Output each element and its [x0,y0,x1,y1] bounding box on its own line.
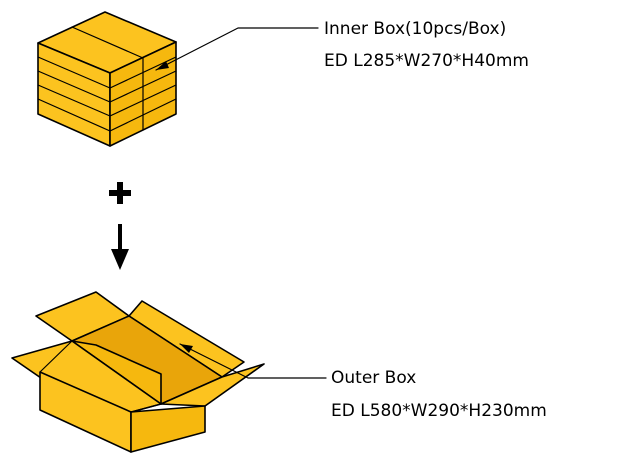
outer-box-title: Outer Box [331,368,416,388]
inner-box-dimensions: ED L285*W270*H40mm [324,51,529,71]
plus-icon [109,182,131,204]
inner-box-leader-arrowhead [156,61,169,70]
inner-box-leader [155,27,319,71]
outer-box-leader-arrowhead [180,344,193,353]
outer-box-leader [179,343,327,379]
outer-box [11,291,265,453]
arrow-down-icon [111,224,129,270]
inner-box-title: Inner Box(10pcs/Box) [324,19,506,39]
inner-box-stack [37,11,177,147]
outer-box-side-face [130,405,206,453]
outer-box-dimensions: ED L580*W290*H230mm [331,401,547,421]
